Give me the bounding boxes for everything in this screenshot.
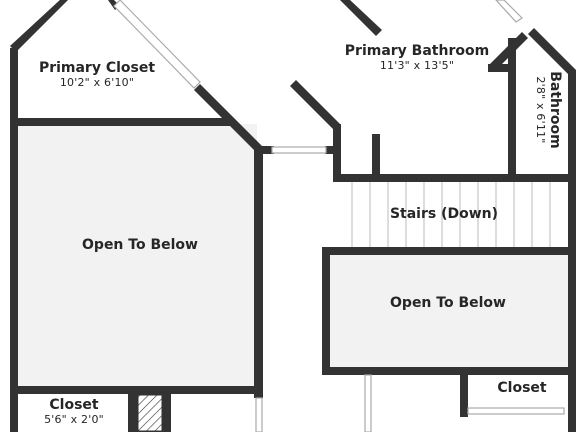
room-name: Bathroom	[547, 71, 563, 149]
room-name: Closet	[49, 397, 99, 413]
room-primary-bathroom: Primary Bathroom 11'3" x 13'5"	[338, 43, 496, 72]
open-to-below-right-floor	[330, 252, 576, 372]
room-primary-closet: Primary Closet 10'2" x 6'10"	[32, 60, 162, 89]
room-dimensions: 10'2" x 6'10"	[59, 76, 135, 89]
room-name: Open To Below	[82, 237, 198, 253]
room-open-to-below-left: Open To Below	[70, 237, 210, 253]
room-name: Closet	[497, 380, 547, 396]
room-dimensions: 11'3" x 13'5"	[379, 59, 455, 72]
room-closet-right: Closet	[476, 380, 568, 396]
room-name: Open To Below	[390, 295, 506, 311]
room-bathroom: Bathroom 2'8" x 6'11"	[531, 62, 563, 158]
room-name: Stairs (Down)	[389, 206, 499, 222]
room-name: Primary Closet	[38, 60, 156, 76]
open-to-below-left-floor	[17, 124, 257, 390]
room-name: Primary Bathroom	[344, 43, 490, 59]
room-open-to-below-right: Open To Below	[378, 295, 518, 311]
room-dimensions: 5'6" x 2'0"	[44, 413, 104, 426]
stairs-treads	[335, 181, 571, 247]
door-openings	[113, 0, 565, 432]
room-stairs: Stairs (Down)	[376, 206, 512, 222]
room-dimensions: 2'8" x 6'11"	[534, 76, 547, 144]
walls	[10, 0, 576, 432]
hatched-chase	[135, 392, 165, 432]
room-closet-left: Closet 5'6" x 2'0"	[22, 397, 126, 426]
